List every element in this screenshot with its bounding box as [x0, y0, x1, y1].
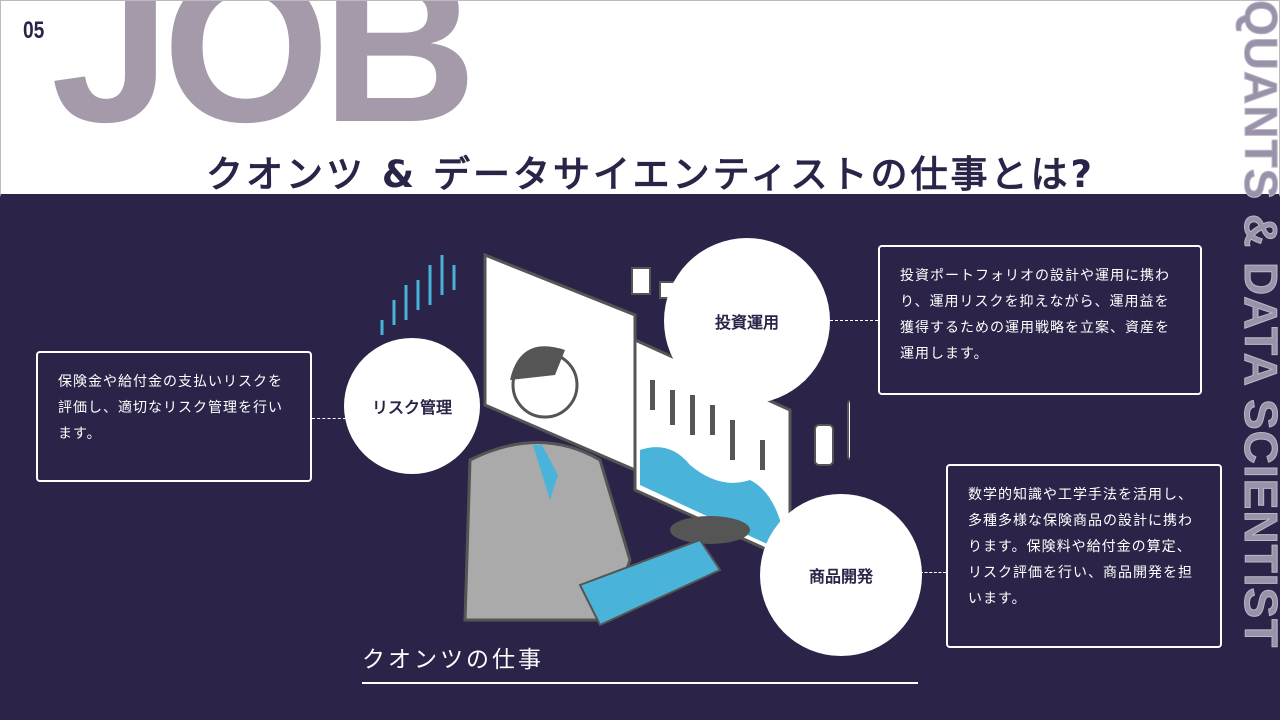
page-number: 05: [23, 17, 45, 44]
vertical-text: QUANTS & DATA SCIENTIST: [1235, 0, 1280, 649]
header: 05 JOB クオンツ & データサイエンティストの仕事とは?: [0, 0, 1280, 197]
connector-line: [920, 572, 946, 573]
big-word: JOB: [51, 0, 470, 139]
investment-description-box: 投資ポートフォリオの設計や運用に携わり、運用リスクを抑えながら、運用益を獲得する…: [878, 245, 1202, 395]
topic-circle-risk: リスク管理: [344, 338, 480, 474]
topic-circle-investment: 投資運用: [664, 238, 830, 404]
section-caption: クオンツの仕事: [362, 647, 544, 673]
topic-circle-product: 商品開発: [760, 494, 922, 656]
connector-line: [312, 418, 346, 419]
worker-illustration: [380, 252, 850, 627]
product-description-box: 数学的知識や工学手法を活用し、多種多様な保険商品の設計に携わります。保険料や給付…: [946, 464, 1222, 648]
page-title: クオンツ & データサイエンティストの仕事とは?: [206, 153, 1095, 196]
connector-line: [830, 320, 878, 321]
caption-underline: [362, 682, 918, 684]
risk-description-box: 保険金や給付金の支払いリスクを評価し、適切なリスク管理を行います。: [36, 351, 312, 482]
